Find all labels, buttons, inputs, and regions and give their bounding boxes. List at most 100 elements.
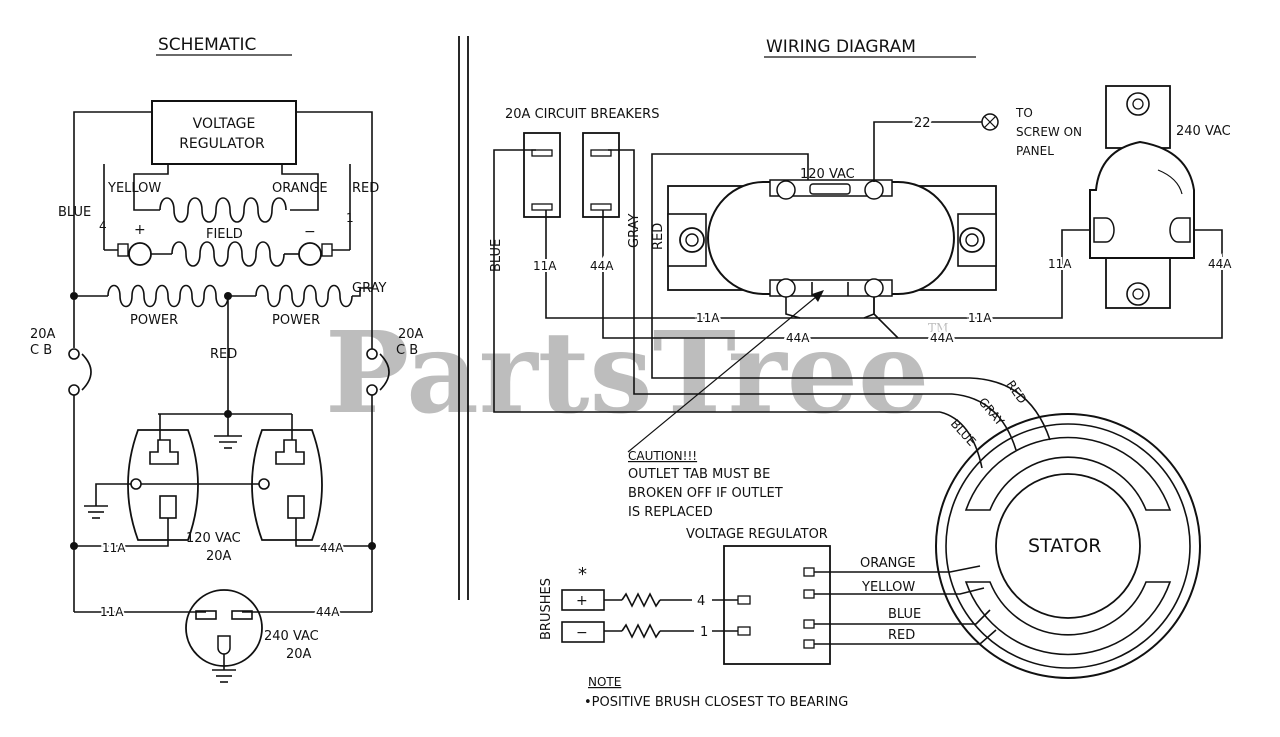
junction-dot: [368, 542, 376, 550]
caution-title: CAUTION!!!: [628, 449, 697, 463]
outlet-ground-pin: [130, 478, 142, 490]
caution-line: IS REPLACED: [628, 505, 713, 520]
watermark: PartsTree: [325, 308, 929, 439]
orange-wire: [281, 164, 319, 211]
yellow-wire: [133, 164, 169, 211]
outlet-240-screw: [1132, 288, 1144, 300]
vac-240-label: 240 VAC: [1176, 124, 1231, 139]
brush-plus: +: [576, 593, 588, 609]
watermark-tm: TM: [928, 321, 948, 335]
orange-label: ORANGE: [272, 181, 328, 196]
terminal-4-label: 4: [99, 219, 107, 233]
breaker-left-label: C B: [30, 343, 52, 358]
vr-terminal: [803, 619, 815, 629]
blue-wire: [73, 111, 152, 292]
breaker-left-contact: [68, 348, 80, 360]
bus-44a-right: 44A: [930, 331, 954, 345]
label-11a-upper: 11A: [102, 541, 126, 555]
terminal-screw: [776, 180, 796, 200]
asterisk: *: [578, 564, 587, 585]
field-plus: +: [134, 222, 146, 238]
breaker-44a-wire: [602, 210, 1223, 339]
schematic-section: SCHEMATIC VOLTAGE REGULATOR YELLOW ORANG…: [30, 35, 424, 683]
duplex-outlet-body: [707, 181, 955, 295]
terminal-1-label: 1: [346, 211, 354, 225]
vr-title: VOLTAGE REGULATOR: [686, 527, 828, 542]
bus-11a-left: 11A: [696, 311, 720, 325]
regulator-label-line2: REGULATOR: [179, 136, 265, 152]
outlet-240-body: [1089, 140, 1195, 259]
breaker-right-arc: [379, 353, 390, 391]
outlet-240-screw: [1132, 98, 1144, 110]
field-minus: −: [304, 224, 316, 240]
red-stator-wire: [651, 256, 970, 379]
outlet-120-rating: 20A: [206, 549, 232, 564]
brush-left: [117, 243, 129, 257]
stator-blue-lead: [939, 411, 983, 469]
wire-22-label: 22: [914, 116, 931, 131]
outlet-120-left: [127, 429, 199, 541]
outlet-240-rating: 20A: [286, 647, 312, 662]
outlet-44a-wire: [295, 518, 372, 547]
outlet-240-arrow: [1157, 169, 1183, 195]
excitation-coil: [159, 197, 287, 223]
stator-red-label: RED: [1004, 378, 1030, 407]
label-11a-lower: 11A: [100, 605, 124, 619]
outlet-240-terminal: [1093, 217, 1115, 243]
power-label-right: POWER: [272, 313, 320, 328]
screw-note: TO: [1015, 106, 1033, 120]
gray-breaker-wire: [608, 149, 952, 395]
outlet-240-ground-pin: [217, 635, 231, 655]
vr-blue-wire: [814, 609, 991, 625]
breaker-left-contact: [68, 384, 80, 396]
stator-slot-top: [964, 436, 1172, 511]
red-wire: [296, 111, 373, 350]
vr-yellow-wire: [814, 587, 985, 595]
r240-11a-label: 11A: [1048, 257, 1072, 271]
vr-orange-wire: [814, 565, 981, 573]
outlet-ground-pin: [258, 478, 270, 490]
breakers-title: 20A CIRCUIT BREAKERS: [505, 107, 659, 122]
wiring-section: WIRING DIAGRAM 20A CIRCUIT BREAKERS BLUE…: [489, 37, 1234, 710]
brush-minus: −: [576, 625, 588, 641]
caution-line: BROKEN OFF IF OUTLET: [628, 486, 783, 501]
breaker-right-contact: [366, 384, 378, 396]
brush-resistor-negative: [621, 623, 661, 639]
brush-resistor-positive: [621, 592, 661, 608]
note-title: NOTE: [588, 675, 621, 689]
outlet-11a-wire: [74, 518, 169, 547]
breaker-left-arc: [81, 353, 92, 391]
terminal-screw: [864, 278, 884, 298]
outlet-120-label: 120 VAC: [186, 531, 241, 546]
slip-ring-left: [128, 242, 152, 266]
power-label-left: POWER: [130, 313, 178, 328]
gray-label: GRAY: [352, 281, 386, 296]
breaker-right-label: 20A: [398, 327, 424, 342]
vr-terminal: [737, 626, 751, 636]
stator-inner: [945, 423, 1191, 669]
vac-120-label: 120 VAC: [800, 167, 855, 182]
label-44a-upper: 44A: [320, 541, 344, 555]
stator-gray-lead: [951, 393, 1017, 451]
breaker-right-label: C B: [396, 343, 418, 358]
breaker-left-label: 20A: [30, 327, 56, 342]
outlet-11a-lead: [863, 297, 875, 319]
vr-terminal: [737, 595, 751, 605]
breaker-11a-label: 11A: [533, 259, 557, 273]
circuit-breaker-44a: [582, 132, 620, 218]
yellow-label: YELLOW: [107, 181, 161, 196]
breaker-44a-label: 44A: [590, 259, 614, 273]
wiring-title: WIRING DIAGRAM: [766, 37, 916, 57]
vr-blue-label: BLUE: [888, 607, 921, 622]
breaker-terminal: [590, 203, 612, 211]
gray-wire: [352, 287, 372, 297]
outlet-slot-left: [159, 495, 177, 519]
mount-screw-right: [965, 233, 979, 247]
vr-terminal: [803, 567, 815, 577]
caution-arrowhead: [812, 290, 824, 302]
circuit-breaker-11a: [523, 132, 561, 218]
outlet-tab-left: [149, 439, 179, 465]
vr-red-label: RED: [888, 628, 915, 643]
brushes-label: BRUSHES: [539, 578, 554, 640]
